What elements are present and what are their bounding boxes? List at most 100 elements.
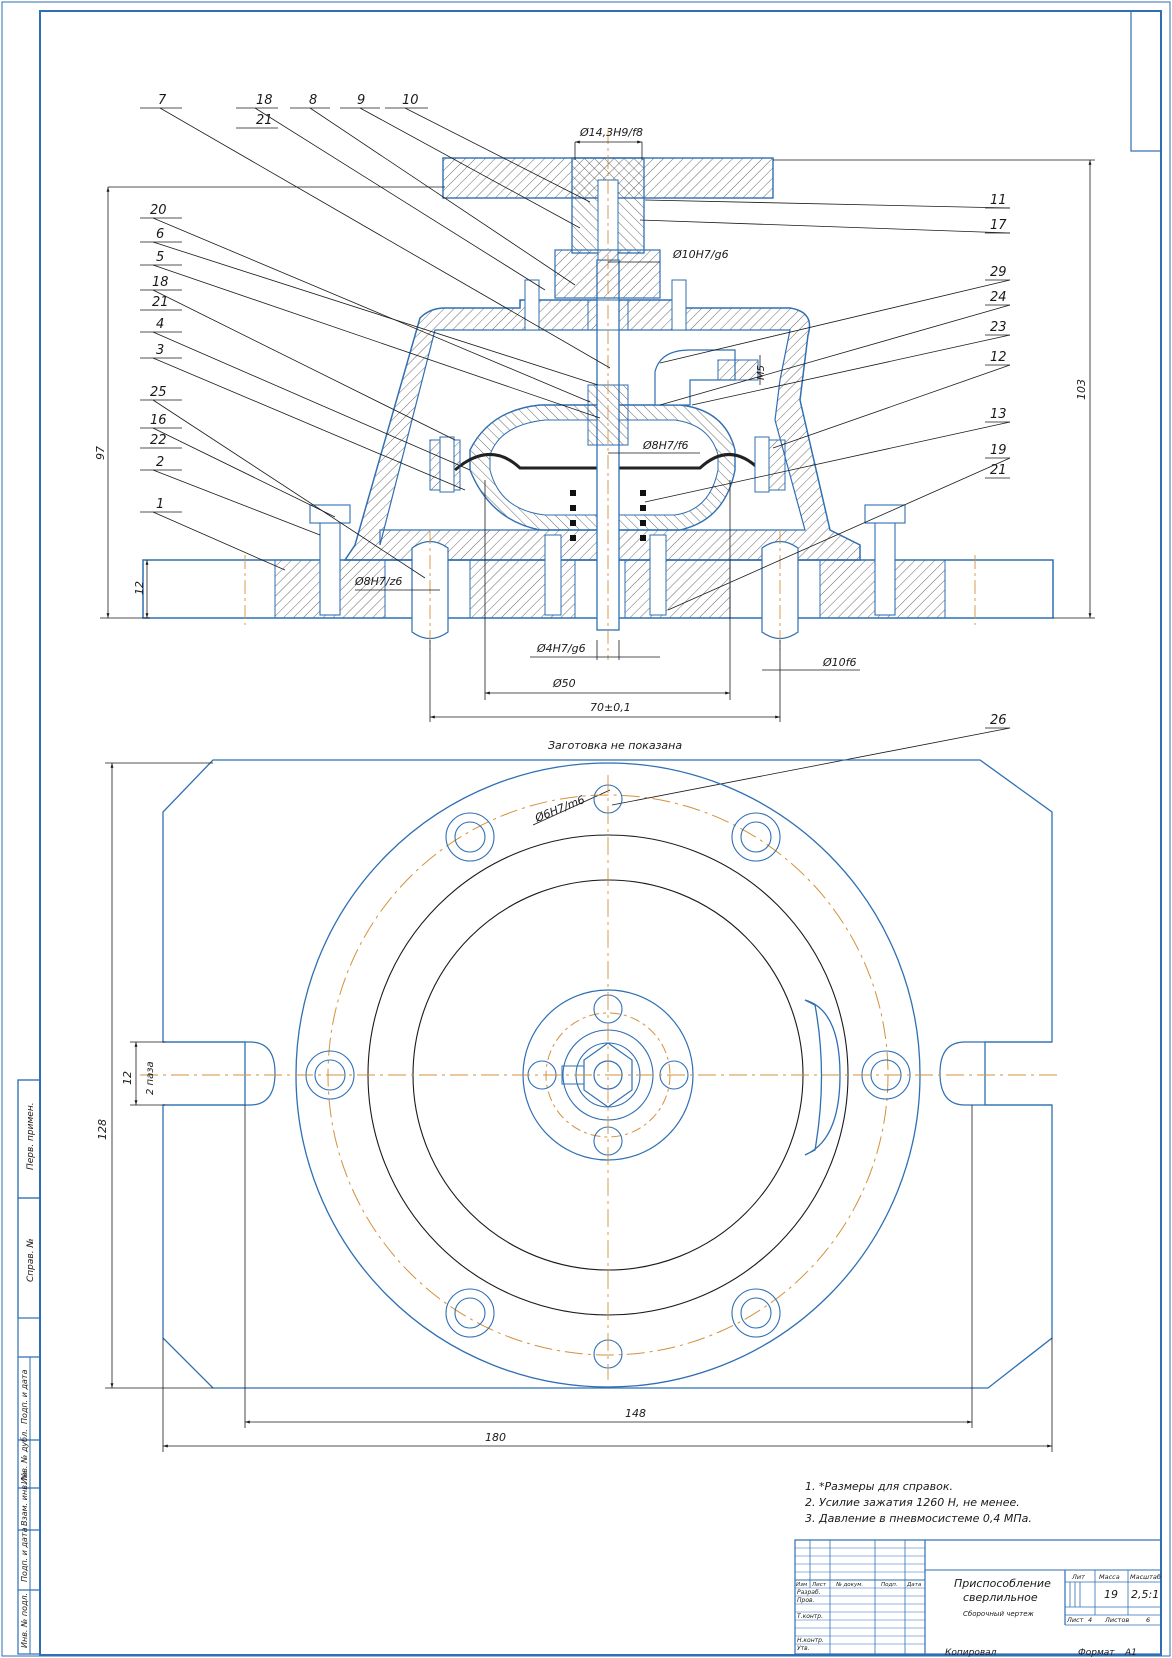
title-block bbox=[794, 1539, 1162, 1655]
callout-1: 1 bbox=[156, 497, 164, 512]
callout-18-top: 18 bbox=[256, 93, 273, 108]
tb-col-mass: Масса bbox=[1099, 1573, 1120, 1581]
collet-jaws bbox=[583, 1042, 633, 1108]
screw-right bbox=[874, 519, 896, 616]
dim-top-bore: Ø14,3H9/f8 bbox=[579, 126, 643, 139]
callout-6: 6 bbox=[156, 227, 164, 242]
dim-pin-6: Ø6H7/m6 bbox=[532, 793, 586, 825]
callout-25: 25 bbox=[150, 385, 167, 400]
plan-view bbox=[140, 759, 1058, 1389]
callout-13: 13 bbox=[990, 407, 1007, 422]
dim-dia-50: Ø50 bbox=[552, 677, 576, 690]
tb-title-2: сверлильное bbox=[963, 1591, 1038, 1604]
tb-mass-value: 19 bbox=[1104, 1588, 1118, 1601]
tb-utv: Утв. bbox=[797, 1645, 810, 1652]
dim-width-148: 148 bbox=[625, 1407, 646, 1420]
callout-8: 8 bbox=[309, 93, 317, 108]
footer-format-value: А1 bbox=[1124, 1648, 1137, 1658]
callout-22: 22 bbox=[150, 433, 167, 448]
note-2: 2. Усилие зажатия 1260 Н, не менее. bbox=[805, 1496, 1020, 1509]
tb-ndoc: № докум. bbox=[835, 1582, 863, 1588]
tb-podp: Подп. bbox=[881, 1582, 898, 1588]
tb-col-scale: Масштаб bbox=[1130, 1573, 1161, 1581]
plan-dimension-text: Ø6H7/m6 12 2 паза 128 148 180 bbox=[96, 793, 646, 1444]
stamp-perv: Перв. примен. bbox=[26, 1102, 36, 1170]
callout-16: 16 bbox=[150, 413, 167, 428]
callout-5: 5 bbox=[156, 250, 164, 265]
technical-notes: 1. *Размеры для справок. 2. Усилие зажат… bbox=[805, 1480, 1032, 1525]
footer-format: Формат bbox=[1078, 1648, 1115, 1658]
workpiece-note: Заготовка не показана bbox=[548, 739, 682, 752]
sheet-footer: Копировал Формат А1 bbox=[945, 1648, 1137, 1658]
callout-7: 7 bbox=[158, 93, 167, 108]
dim-dia-10f6: Ø10f6 bbox=[822, 656, 857, 669]
dim-fit-8f6: Ø8H7/f6 bbox=[642, 439, 689, 452]
section-dimension-text: Ø14,3H9/f8 Ø10H7/g6 Ø8H7/f6 Ø8H7/z6 Ø4H7… bbox=[94, 126, 1088, 714]
callout-12: 12 bbox=[990, 350, 1007, 365]
callout-21-right: 21 bbox=[990, 463, 1007, 478]
dim-height-103: 103 bbox=[1075, 379, 1088, 400]
section-view bbox=[142, 130, 1054, 660]
tb-prov: Пров. bbox=[797, 1597, 815, 1604]
top-right-stamp bbox=[1130, 10, 1162, 152]
callout-3: 3 bbox=[156, 343, 164, 358]
tb-col-lit: Лит bbox=[1071, 1573, 1085, 1581]
tb-data: Дата bbox=[906, 1582, 922, 1588]
stamp-sprav: Справ. № bbox=[26, 1238, 36, 1282]
title-block-text: Изм Лист № докум. Подп. Дата Разраб. Про… bbox=[796, 1573, 1161, 1652]
callout-26: 26 bbox=[990, 713, 1007, 728]
callout-24: 24 bbox=[990, 290, 1007, 305]
tb-sheets-label: Листов bbox=[1104, 1616, 1129, 1624]
spring bbox=[570, 490, 646, 541]
callout-4: 4 bbox=[156, 317, 164, 332]
tb-sheet-value: 4 bbox=[1088, 1616, 1092, 1624]
air-fitting-plan bbox=[804, 999, 841, 1156]
callout-23: 23 bbox=[990, 320, 1007, 335]
stamp-inv-podl: Инв. № подл. bbox=[20, 1593, 29, 1648]
tb-izm: Изм bbox=[796, 1582, 807, 1588]
callout-2: 2 bbox=[156, 455, 164, 470]
dim-height-12: 12 bbox=[133, 581, 146, 595]
callout-11: 11 bbox=[990, 193, 1007, 208]
dim-slot-2paza: 2 паза bbox=[145, 1061, 156, 1095]
callout-9: 9 bbox=[357, 93, 365, 108]
callout-20: 20 bbox=[150, 203, 167, 218]
callout-10: 10 bbox=[402, 93, 419, 108]
callout-21-left: 21 bbox=[152, 295, 169, 310]
tb-list: Лист bbox=[811, 1582, 827, 1588]
note-3: 3. Давление в пневмосистеме 0,4 МПа. bbox=[805, 1512, 1032, 1525]
section-dimensions bbox=[100, 140, 1095, 722]
tb-sheets-value: 6 bbox=[1146, 1616, 1150, 1624]
callout-17: 17 bbox=[990, 218, 1007, 233]
tb-tkontr: Т.контр. bbox=[797, 1613, 823, 1620]
dim-fit-10: Ø10H7/g6 bbox=[672, 248, 729, 261]
tb-razrab: Разраб. bbox=[797, 1589, 821, 1596]
dim-fit-4: Ø4H7/g6 bbox=[536, 642, 586, 655]
callout-18-left: 18 bbox=[152, 275, 169, 290]
tb-scale-value: 2,5:1 bbox=[1131, 1588, 1159, 1601]
leader-lines bbox=[140, 107, 1011, 826]
callout-21-top: 21 bbox=[256, 113, 273, 128]
dim-slot-12: 12 bbox=[121, 1071, 134, 1085]
callout-labels: 7 18 21 8 9 10 20 6 5 18 21 4 3 25 16 22… bbox=[150, 93, 1007, 728]
side-stamp: Перв. примен. Справ. № Подп. и дата Инв.… bbox=[17, 1079, 41, 1655]
screw-left bbox=[319, 519, 341, 616]
tb-subtitle: Сборочный чертеж bbox=[963, 1610, 1034, 1618]
callout-19: 19 bbox=[990, 443, 1007, 458]
stamp-podp1: Подп. и дата bbox=[20, 1369, 29, 1424]
dim-center-70: 70±0,1 bbox=[590, 701, 631, 714]
dim-height-97: 97 bbox=[94, 446, 107, 460]
stamp-vzam: Взам. инв. № bbox=[20, 1472, 29, 1526]
callout-29: 29 bbox=[990, 265, 1007, 280]
tb-title-1: Приспособление bbox=[954, 1577, 1051, 1590]
stamp-podp2: Подп. и дата bbox=[20, 1527, 29, 1582]
dim-thread: М5 bbox=[756, 365, 767, 380]
dim-height-128: 128 bbox=[96, 1119, 109, 1140]
tb-nkontr: Н.контр. bbox=[797, 1637, 824, 1644]
dim-fit-8z6: Ø8H7/z6 bbox=[354, 575, 402, 588]
inner-frame bbox=[39, 10, 1162, 1656]
footer-copied: Копировал bbox=[945, 1648, 997, 1658]
dim-width-180: 180 bbox=[485, 1431, 506, 1444]
note-1: 1. *Размеры для справок. bbox=[805, 1480, 953, 1493]
